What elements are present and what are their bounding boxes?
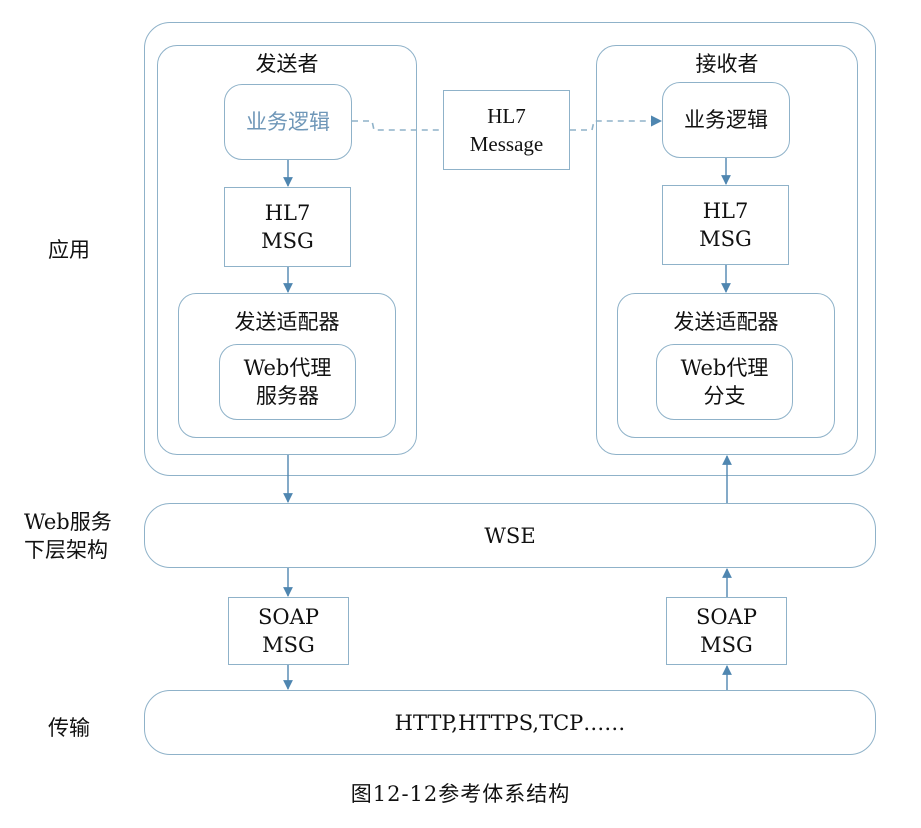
receiver-business-logic-label: 业务逻辑 [684,108,768,132]
soap-msg-right: SOAP MSG [666,597,787,665]
receiver-web-proxy-line1: Web代理 [680,356,769,380]
hl7-message-box: HL7 Message [443,90,570,170]
wse-label: WSE [484,523,536,548]
receiver-web-proxy-line2: 分支 [703,384,746,408]
wse-bar: WSE [144,503,876,568]
receiver-web-proxy: Web代理 分支 [656,344,793,420]
receiver-adapter-title: 发送适配器 [673,310,779,334]
transport-bar: HTTP,HTTPS,TCP…… [144,690,876,755]
receiver-title: 接收者 [695,52,759,76]
receiver-business-logic: 业务逻辑 [662,82,790,158]
layer-label-web-line1: Web服务 [24,510,112,534]
layer-label-transport: 传输 [48,716,90,740]
sender-business-logic: 业务逻辑 [224,84,352,160]
soap-msg-left: SOAP MSG [228,597,349,665]
sender-adapter-title: 发送适配器 [234,310,340,334]
figure-caption: 图12-12参考体系结构 [350,782,571,806]
dashed-logic-to-message [352,120,443,131]
transport-bar-label: HTTP,HTTPS,TCP…… [394,710,626,735]
sender-web-proxy-line2: 服务器 [256,384,319,408]
sender-title: 发送者 [255,52,319,76]
soap-msg-left-line1: SOAP [258,605,319,629]
soap-msg-left-line2: MSG [262,633,315,657]
layer-label-web-line2: 下层架构 [24,538,108,562]
layer-label-web-service: Web服务 下层架构 [24,508,112,564]
application-layer-frame [144,22,876,476]
sender-business-logic-label: 业务逻辑 [246,110,330,134]
sender-hl7-msg-line1: HL7 [264,201,311,225]
hl7-message-line1: HL7 [487,104,526,128]
layer-label-app: 应用 [48,238,90,262]
receiver-hl7-msg-line2: MSG [699,227,752,251]
sender-hl7-msg-line2: MSG [261,229,314,253]
hl7-message-line2: Message [469,132,544,156]
receiver-hl7-msg-line1: HL7 [702,199,749,223]
soap-msg-right-line2: MSG [700,633,753,657]
receiver-hl7-msg: HL7 MSG [662,185,789,265]
dashed-message-to-receiver [570,115,663,131]
sender-hl7-msg: HL7 MSG [224,187,351,267]
sender-web-proxy-line1: Web代理 [243,356,332,380]
soap-msg-right-line1: SOAP [696,605,757,629]
sender-web-proxy: Web代理 服务器 [219,344,356,420]
